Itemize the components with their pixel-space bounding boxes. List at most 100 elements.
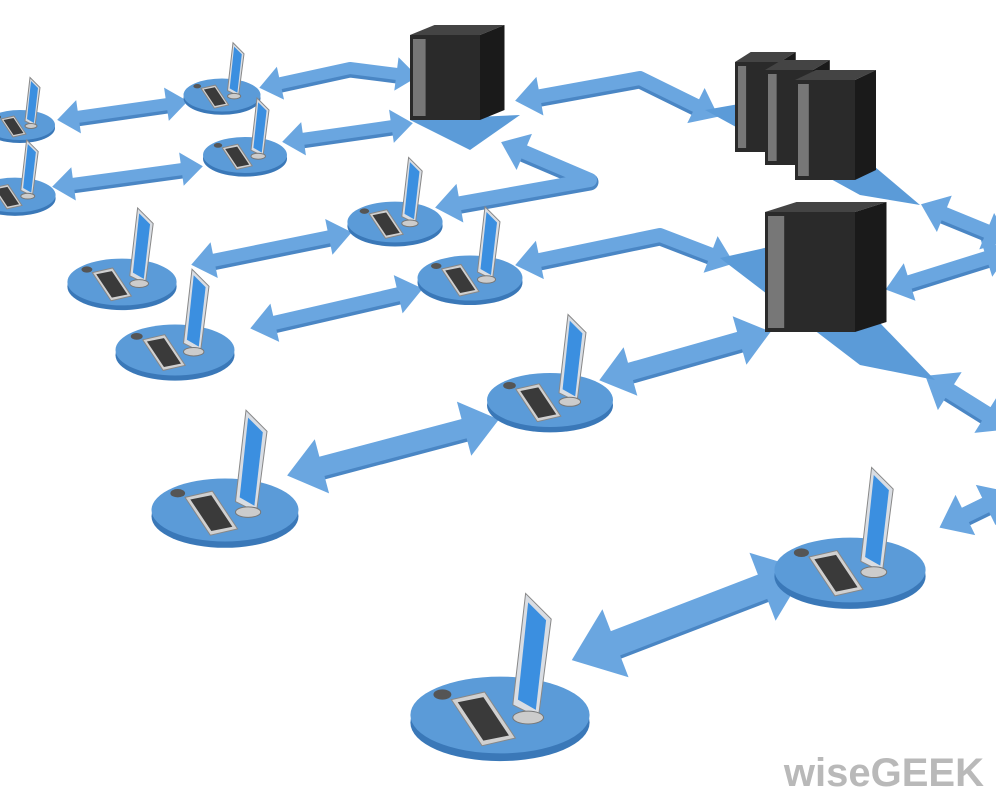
arrow-head bbox=[179, 152, 203, 186]
workstation bbox=[417, 205, 523, 305]
arrow-head bbox=[979, 213, 996, 250]
keyboard-keys bbox=[190, 495, 233, 531]
keyboard-keys bbox=[372, 212, 400, 236]
workstation bbox=[410, 592, 590, 762]
server-tower bbox=[410, 25, 505, 120]
monitor-stand bbox=[227, 92, 242, 100]
keyboard-keys bbox=[146, 338, 181, 367]
arrow-head bbox=[191, 242, 218, 278]
arrow-head bbox=[164, 87, 188, 121]
monitor-screen bbox=[480, 212, 497, 275]
arrow-shaft bbox=[528, 71, 709, 117]
mouse bbox=[213, 143, 223, 148]
mouse bbox=[0, 115, 1, 119]
arrow-head bbox=[394, 57, 418, 91]
arrow-head bbox=[980, 239, 996, 277]
monitor-screen bbox=[865, 474, 889, 566]
server-top bbox=[765, 60, 830, 70]
arrow-head bbox=[325, 219, 352, 255]
arrow-head bbox=[921, 195, 952, 232]
server-bezel bbox=[768, 74, 777, 161]
mouse bbox=[359, 208, 370, 214]
server-side bbox=[855, 202, 887, 332]
arrow-head bbox=[732, 316, 771, 365]
mouse bbox=[503, 382, 516, 390]
arrow-head bbox=[259, 66, 285, 100]
monitor-stand bbox=[860, 566, 888, 579]
arrow-head bbox=[393, 275, 423, 314]
server-top bbox=[795, 70, 876, 80]
keyboard-keys bbox=[0, 186, 20, 207]
connection-arrow bbox=[515, 71, 719, 124]
keyboard-keys bbox=[445, 267, 476, 293]
arrow-head bbox=[52, 167, 76, 201]
monitor-stand bbox=[477, 275, 496, 284]
monitor-stand bbox=[558, 396, 582, 407]
arrow-head bbox=[389, 109, 413, 143]
arrow-head bbox=[57, 100, 81, 134]
workstation bbox=[151, 409, 299, 548]
watermark-logo: wiseGEEK bbox=[783, 751, 984, 795]
server-bezel bbox=[798, 84, 809, 176]
server-top bbox=[410, 25, 505, 35]
workstation bbox=[203, 96, 287, 177]
keyboard-keys bbox=[3, 118, 24, 135]
connection-arrow bbox=[57, 87, 188, 134]
keyboard-keys bbox=[814, 554, 858, 592]
monitor-screen bbox=[562, 320, 583, 397]
arrow-shaft bbox=[270, 62, 406, 91]
connection-arrow bbox=[571, 552, 807, 678]
arrow-head bbox=[571, 609, 629, 678]
monitor-stand bbox=[401, 219, 419, 228]
server-side bbox=[480, 25, 505, 120]
arrow-head bbox=[974, 398, 996, 433]
arrow-head bbox=[435, 183, 464, 223]
server-side bbox=[855, 70, 876, 180]
monitor-screen bbox=[186, 275, 206, 347]
monitor-screen bbox=[229, 46, 242, 93]
monitor-stand bbox=[24, 123, 38, 129]
connection-arrow bbox=[250, 275, 423, 342]
monitor-screen bbox=[132, 213, 151, 279]
monitor-screen bbox=[27, 81, 38, 123]
arrow-shaft bbox=[593, 567, 785, 663]
server-pad bbox=[410, 115, 520, 150]
mouse bbox=[81, 266, 93, 273]
workstation bbox=[67, 206, 177, 311]
keyboard-keys bbox=[457, 697, 509, 741]
arrow-shaft bbox=[294, 119, 401, 146]
connection-arrow bbox=[939, 484, 996, 536]
arrow-shaft bbox=[615, 328, 755, 384]
arrow-head bbox=[515, 76, 544, 116]
arrow-head bbox=[515, 240, 544, 280]
mouse bbox=[433, 689, 452, 700]
monitor-screen bbox=[404, 162, 420, 220]
arrow-head bbox=[925, 372, 962, 411]
arrow-head bbox=[885, 263, 916, 301]
workstation bbox=[0, 76, 55, 143]
monitor-screen bbox=[239, 417, 263, 506]
arrow-head bbox=[703, 236, 735, 273]
connection-arrow bbox=[599, 316, 771, 396]
arrow-head bbox=[501, 133, 532, 170]
keyboard-keys bbox=[203, 87, 226, 106]
monitor-stand bbox=[183, 346, 205, 357]
workstation bbox=[183, 41, 261, 115]
connection-arrow bbox=[435, 133, 599, 223]
arrow-shaft bbox=[448, 141, 597, 212]
keyboard-keys bbox=[520, 387, 557, 418]
arrow-head bbox=[282, 122, 306, 156]
monitor-stand bbox=[512, 710, 545, 725]
server-top bbox=[735, 52, 796, 62]
arrow-head bbox=[599, 347, 638, 396]
mouse bbox=[431, 263, 442, 269]
keyboard-keys bbox=[96, 271, 128, 298]
server-tower bbox=[765, 202, 887, 332]
arrow-shaft bbox=[69, 97, 176, 124]
arrow-head bbox=[975, 484, 996, 526]
monitor-screen bbox=[23, 143, 36, 193]
monitor-stand bbox=[129, 279, 150, 288]
workstation bbox=[115, 268, 235, 381]
monitor-stand bbox=[250, 152, 266, 160]
arrow-shaft bbox=[932, 203, 996, 242]
